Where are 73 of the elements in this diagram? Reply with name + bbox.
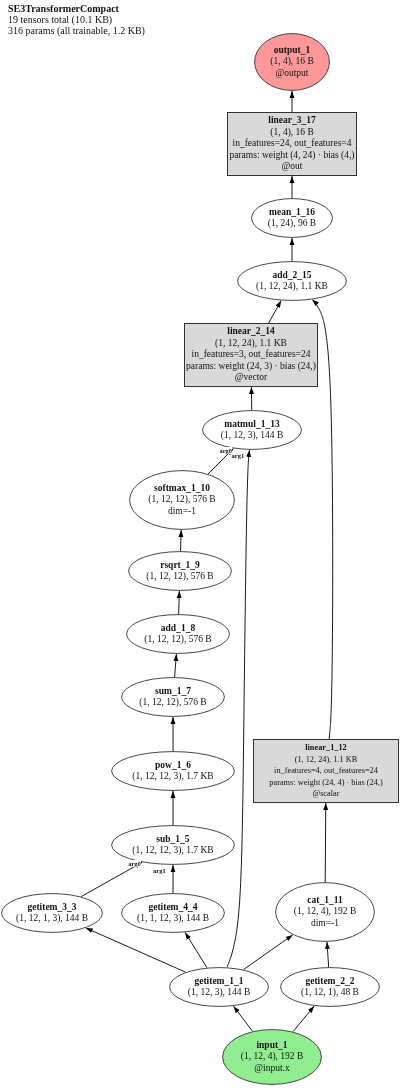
node-text: (1, 1, 12, 3), 144 B [136, 913, 209, 925]
node-title: linear_2_14 [227, 326, 275, 338]
node-title: softmax_1_10 [154, 482, 210, 495]
node-text: @vector [234, 372, 268, 384]
node-title: input_1 [256, 1039, 288, 1052]
layer-box [184, 323, 318, 387]
node-text: in_features=4, out_features=24 [274, 765, 378, 777]
ellipse-node [237, 261, 347, 301]
node-title: sub_1_5 [156, 833, 190, 845]
layer-box [253, 739, 399, 803]
ellipse-node [275, 882, 375, 942]
ellipse-node [126, 614, 230, 654]
ellipse-node [128, 551, 232, 591]
ellipse-node [129, 470, 235, 530]
node-text: @scalar [312, 788, 340, 800]
ellipse-node [254, 33, 330, 91]
node-text: (1, 12, 4), 192 B [240, 1051, 304, 1063]
node-title: matmul_1_13 [224, 418, 280, 430]
node-text: (1, 12, 4), 192 B [293, 906, 357, 918]
node-text: (1, 12, 12), 576 B [146, 571, 214, 583]
node-title: output_1 [273, 44, 311, 57]
node-title: add_1_8 [160, 622, 196, 634]
ellipse-node [121, 677, 225, 717]
node-text: (1, 12, 3), 144 B [187, 987, 251, 999]
node-text: (1, 12, 12), 576 B [148, 494, 216, 506]
node-text: (1, 4), 16 B [270, 126, 314, 138]
node-text: (1, 12, 3), 144 B [220, 430, 284, 442]
node-title: mean_1_16 [269, 206, 315, 218]
node-title: add_2_15 [272, 269, 312, 281]
ellipse-node [1, 893, 103, 933]
summary-text: 19 tensors total (10.1 KB) [8, 14, 114, 25]
node-text: @out [281, 161, 303, 173]
diagram-title: SE3TransformerCompact [8, 3, 120, 14]
node-text: in_features=24, out_features=4 [232, 138, 352, 150]
node-title: getitem_4_4 [148, 901, 198, 913]
node-text: @output [275, 67, 309, 80]
ellipse-node [121, 893, 225, 933]
node-title: pow_1_6 [155, 759, 191, 771]
node-text: in_features=3, out_features=24 [191, 349, 311, 361]
ellipse-node [169, 967, 269, 1007]
node-text: params: weight (4, 24) · bias (4,) [229, 149, 355, 162]
node-title: linear_3_17 [268, 115, 316, 127]
summary-text: 316 params (all trainable, 1.2 KB) [8, 25, 145, 36]
ellipse-node [222, 1029, 322, 1085]
node-text: @input.x [254, 1062, 290, 1075]
node-title: getitem_3_3 [27, 901, 77, 913]
node-text: (1, 24), 96 B [267, 218, 317, 230]
node-text: (1, 12, 24), 1.1 KB [294, 753, 358, 766]
node-text: (1, 4), 16 B [270, 56, 314, 68]
node-text: params: weight (24, 3) · bias (24,) [186, 360, 316, 373]
node-text: (1, 12, 12), 576 B [144, 634, 212, 646]
node-text: params: weight (24, 4) · bias (24,) [269, 776, 383, 789]
node-text: dim=-1 [310, 917, 340, 930]
node-text: (1, 12, 12, 3), 1.7 KB [132, 771, 214, 783]
ellipse-node [111, 751, 235, 791]
node-text: (1, 12, 24), 1.1 KB [215, 337, 287, 349]
node-title: getitem_2_2 [305, 975, 355, 987]
node-text: (1, 12, 24), 1.1 KB [256, 281, 328, 293]
ellipse-node [251, 198, 333, 238]
ellipse-node [111, 825, 235, 865]
node-text: (1, 12, 1, 3), 144 B [15, 913, 88, 925]
node-text: dim=-1 [167, 505, 197, 518]
node-text: (1, 12, 12, 3), 1.7 KB [132, 845, 214, 857]
ellipse-node [202, 410, 302, 450]
node-text: (1, 12, 12), 576 B [139, 697, 207, 709]
node-title: linear_1_12 [305, 742, 347, 754]
node-title: sum_1_7 [155, 685, 191, 697]
layer-box [227, 112, 357, 176]
ellipse-node [280, 967, 380, 1007]
node-title: cat_1_11 [307, 894, 343, 907]
node-title: rsqrt_1_9 [160, 559, 200, 571]
node-text: (1, 12, 1), 48 B [301, 987, 359, 999]
node-title: getitem_1_1 [194, 975, 244, 987]
